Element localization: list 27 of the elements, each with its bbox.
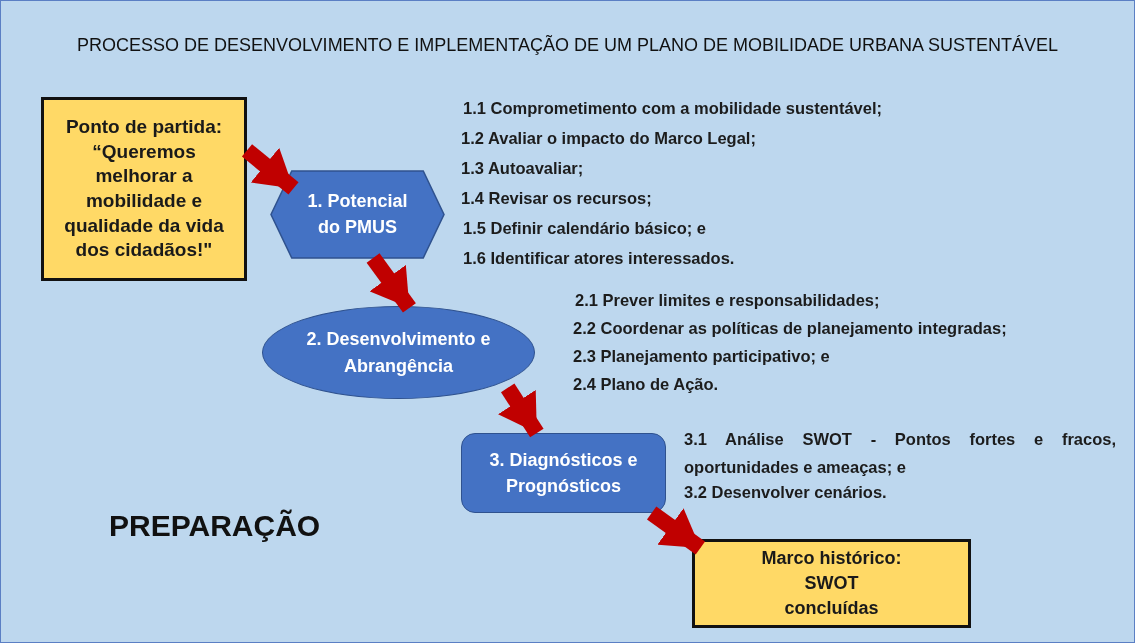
phase-label: PREPARAÇÃO [109, 509, 321, 543]
list-item: 1.6 Identificar atores interessados. [463, 249, 735, 268]
start-note-box [41, 97, 247, 281]
block-arrow [366, 253, 416, 313]
list-item: 3.2 Desenvolver cenários. [684, 483, 887, 502]
block-arrow [498, 383, 544, 438]
list-item: 2.3 Planejamento participativo; e [573, 347, 830, 366]
list-item: 1.1 Comprometimento com a mobilidade sustentável; [463, 99, 882, 118]
list-item: 1.5 Definir calendário básico; e [463, 219, 706, 238]
step-hexagon [271, 171, 444, 258]
list-item: 3.1 Análise SWOT - Pontos fortes e fracos, oportunidades e ameaças; e [684, 429, 1116, 478]
node-text: 3. Diagnósticos e Prognósticos [488, 448, 639, 498]
list-item: 1.2 Avaliar o impacto do Marco Legal; [461, 129, 756, 148]
node-text: 1. Potencial do PMUS [306, 190, 409, 239]
block-arrow [647, 506, 705, 555]
diagram-title: PROCESSO DE DESENVOLVIMENTO E IMPLEMENTAÇÃO DE UM PLANO DE MOBILIDADE URBANA SUSTENTÁVEL [75, 35, 1060, 56]
milestone-box [692, 539, 971, 628]
list-item: 1.4 Revisar os recursos; [461, 189, 652, 208]
list-item: 1.3 Autoavaliar; [461, 159, 584, 178]
node-text: “Queremos melhorar a mobilidade e qualidade da vida dos cidadãos!" [63, 139, 225, 263]
node-text: Marco histórico: SWOT concluídas [760, 546, 903, 621]
list-item: 2.2 Coordenar as políticas de planejamento integradas; [573, 319, 1007, 338]
step-box [461, 433, 666, 513]
node-text: 2. Desenvolvimento e Abrangência [305, 328, 492, 378]
node-text: Ponto de partida: [65, 114, 223, 139]
list-item: 2.4 Plano de Ação. [573, 375, 719, 394]
list-item: 2.1 Prever limites e responsabilidades; [575, 291, 880, 310]
